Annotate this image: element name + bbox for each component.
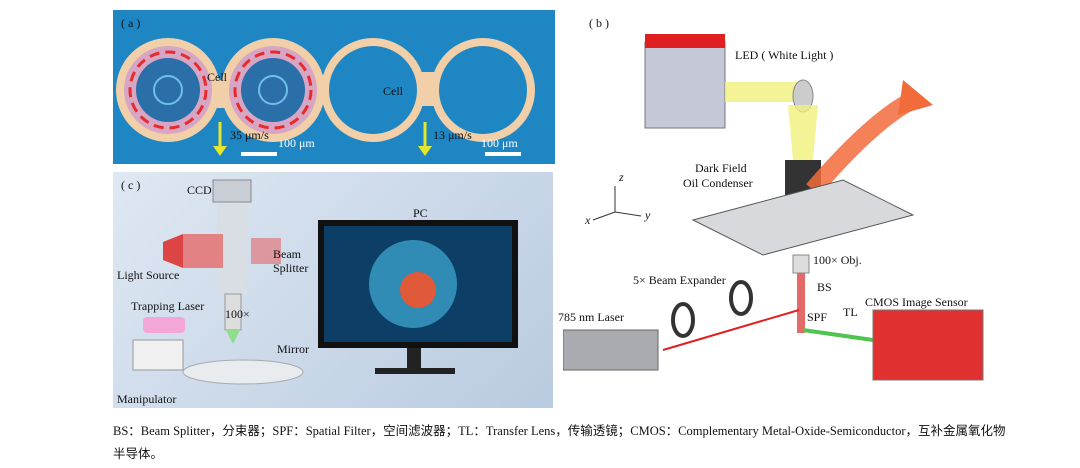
scale-bar-left: 100 μm: [278, 136, 315, 150]
cmos-label: CMOS Image Sensor: [865, 295, 968, 309]
speed-right: 13 μm/s: [433, 128, 472, 142]
panel-a-label: ( a ): [121, 16, 141, 30]
axis-z: z: [619, 170, 624, 184]
light-source-label: Light Source: [117, 268, 180, 282]
panel-b-label: ( b ): [589, 16, 609, 30]
caption-line-2: 半导体。: [113, 447, 164, 461]
rotor-pair-right: [321, 38, 535, 156]
panel-c-setup: ( c ) CCD PC Beam Splitter Light Source …: [113, 172, 553, 408]
dark-field-raman-illustration: [562, 34, 984, 381]
tl-label: TL: [843, 305, 858, 319]
rotor-pair-left: [116, 38, 325, 156]
panel-c-label: ( c ): [121, 178, 141, 192]
condenser-label-1: Dark Field: [695, 161, 747, 175]
axis-y: y: [645, 208, 651, 222]
spf-label: SPF: [807, 310, 828, 324]
mirror-label: Mirror: [277, 342, 309, 356]
beam-splitter-label-2: Splitter: [273, 261, 309, 275]
axis-x: x: [585, 213, 591, 227]
ccd-label: CCD: [187, 183, 212, 197]
caption-line-1: BS：Beam Splitter，分束器；SPF：Spatial Filter，…: [113, 424, 1006, 438]
led-label: LED ( White Light ): [735, 48, 834, 62]
microrotor-images: [116, 38, 535, 156]
panel-b-setup: ( b ) LED ( White Light ) Dark Field Oil…: [558, 10, 1003, 405]
cell-label-left: Cell: [207, 70, 227, 84]
beam-splitter-label-1: Beam: [273, 247, 301, 261]
condenser-label-2: Oil Condenser: [683, 176, 753, 190]
objective-label: 100× Obj.: [813, 253, 862, 267]
pc-label: PC: [413, 206, 428, 220]
speed-left: 35 μm/s: [230, 128, 269, 142]
panel-a-micrograph: ( a ) Cell 35 μm/s 100 μm Cell 13 μm/s 1…: [113, 10, 555, 164]
scale-bar-right: 100 μm: [481, 136, 518, 150]
optical-tweezers-illustration: [132, 179, 518, 385]
bs-label: BS: [817, 280, 832, 294]
laser-label: 785 nm Laser: [558, 310, 624, 324]
manipulator-label: Manipulator: [117, 392, 177, 406]
cell-label-right: Cell: [383, 84, 403, 98]
beam-expander-label: 5× Beam Expander: [633, 273, 726, 287]
trapping-laser-label: Trapping Laser: [131, 299, 205, 313]
objective-label: 100×: [225, 307, 250, 321]
